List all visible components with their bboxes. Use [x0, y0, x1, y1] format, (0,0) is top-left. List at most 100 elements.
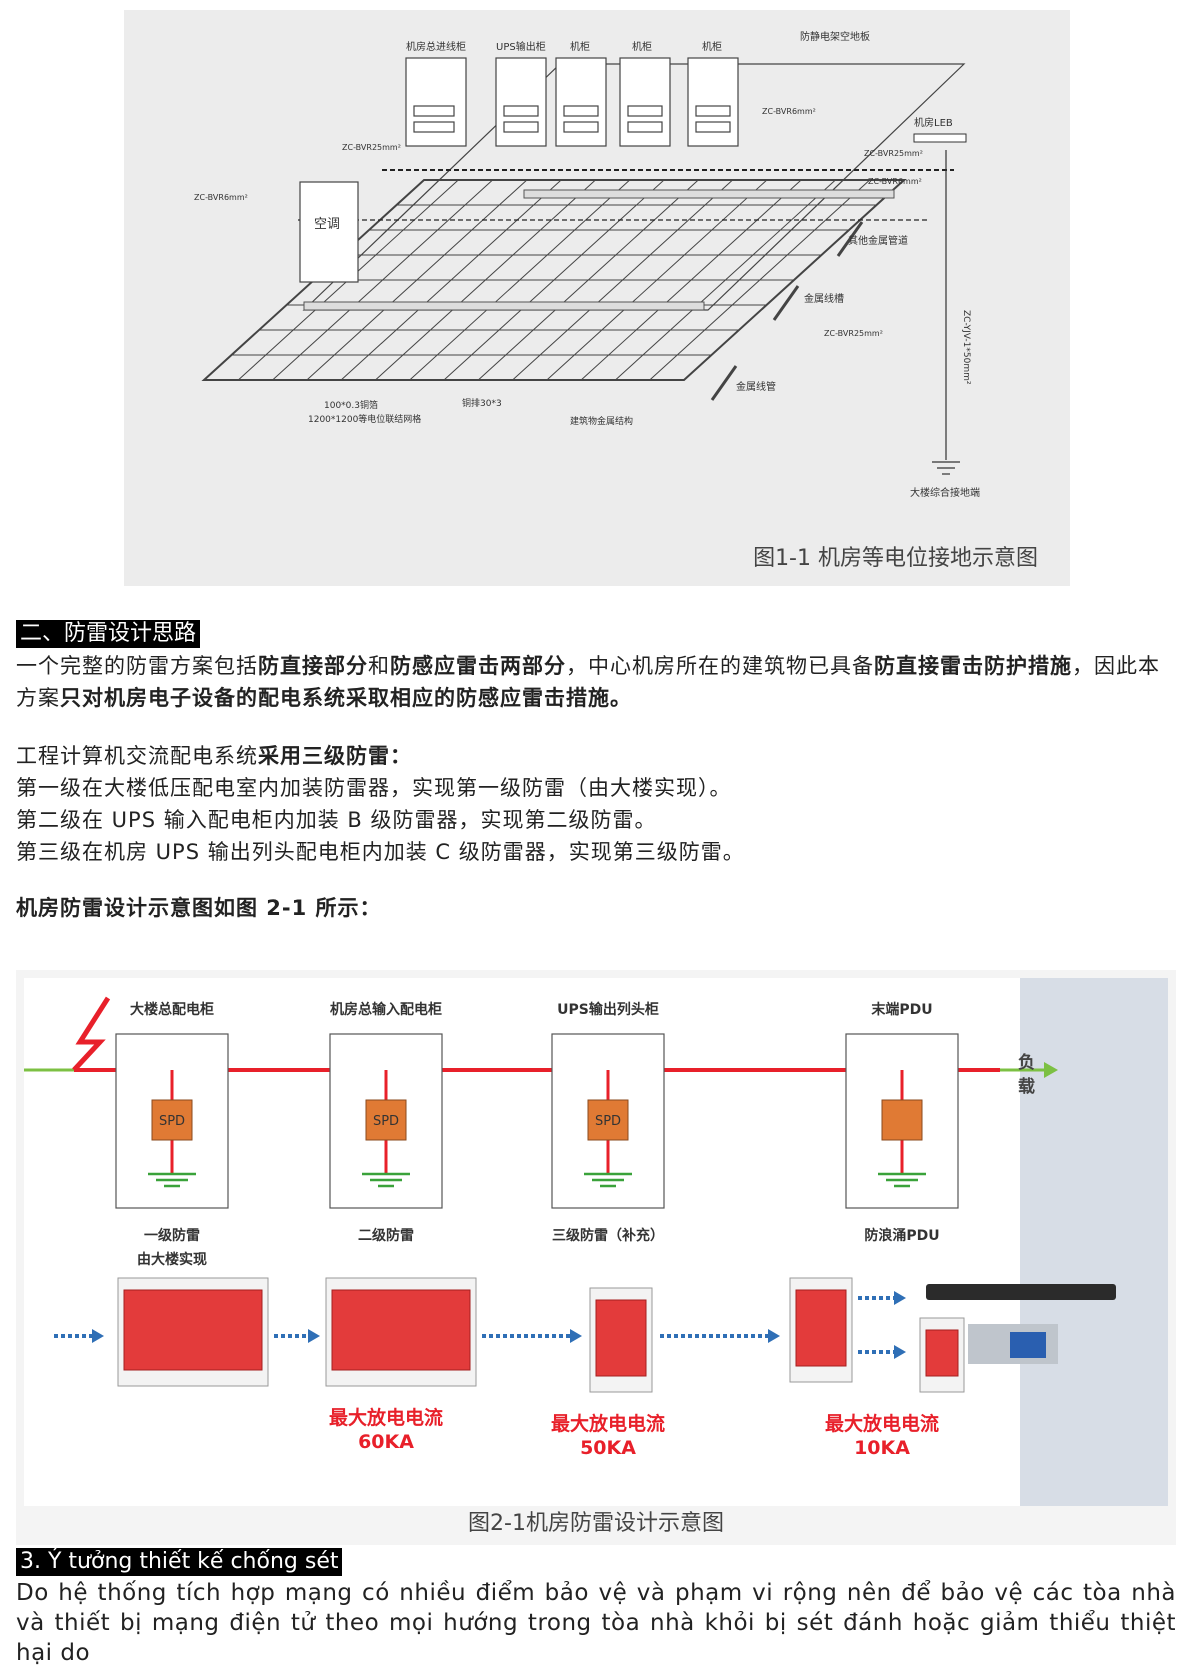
current-label-2: 最大放电电流: [551, 1412, 665, 1435]
label-w5: ZC-BVR6mm²: [868, 177, 922, 186]
label-strip1: 100*0.3铜箔: [324, 399, 378, 411]
label-floor: 防静电架空地板: [800, 30, 870, 43]
current-value-2: 50KA: [580, 1437, 636, 1459]
slanted-pipes: [710, 221, 864, 401]
cabinet-ups-output: [495, 57, 547, 147]
section3-paragraph: Do hệ thống tích hợp mạng có nhiều điểm …: [16, 1580, 1176, 1666]
figure2-canvas: 负 载 大楼总配电柜 SPD 一级防雷由大楼实现 机房总输入配电柜 SPD 二级防雷最大放…: [24, 978, 1168, 1506]
spd-block-0: [151, 1099, 193, 1141]
p1-run-7: 只对机房电子设备的配电系统采取相应的防感应雷击措施。: [60, 686, 632, 710]
level-label-1: 二级防雷: [358, 1227, 414, 1244]
label-cab1: 机房总进线柜: [406, 40, 466, 53]
section2-paragraph2: 工程计算机交流配电系统采用三级防雷：: [16, 740, 1176, 772]
copper-strip-2: [523, 189, 895, 199]
p2-bold: 采用三级防雷：: [258, 744, 412, 768]
cabinet-title-3: 末端PDU: [871, 1001, 932, 1018]
label-vcable: ZC-YJV-1*50mm²: [961, 310, 971, 385]
lightning-bolt-icon: [72, 996, 111, 1072]
level-label-0: 一级防雷: [144, 1227, 200, 1244]
level-label-2: 三级防雷（补充）: [552, 1227, 664, 1244]
label-w1: ZC-BVR6mm²: [762, 107, 816, 116]
level2-line: 第二级在 UPS 输入配电柜内加装 B 级防雷器，实现第二级防雷。: [16, 808, 657, 832]
p1-run-3: 防感应雷击两部分: [390, 654, 566, 678]
spd-block-1: [365, 1099, 407, 1141]
arrow-icon-5: [894, 1291, 906, 1305]
label-w4: ZC-BVR25mm²: [864, 149, 923, 158]
plug-icon: [1010, 1332, 1046, 1358]
figure-lightning-protection: 负 载 大楼总配电柜 SPD 一级防雷由大楼实现 机房总输入配电柜 SPD 二级防雷最大放…: [16, 970, 1176, 1545]
spd-block-3: [881, 1099, 923, 1141]
label-pipe: 其他金属管道: [848, 234, 908, 247]
label-copper: 铜排30*3: [462, 397, 502, 409]
label-leb: 机房LEB: [914, 116, 953, 129]
spd-device-pdu: [795, 1289, 847, 1367]
arrow-icon-4: [768, 1329, 780, 1343]
load-label-2: 载: [1018, 1076, 1035, 1097]
p2-text: 工程计算机交流配电系统: [16, 744, 258, 768]
spd-device-level3: [595, 1299, 647, 1377]
section2-heading: 二、防雷设计思路: [16, 620, 201, 648]
spd-label-0: SPD: [159, 1114, 185, 1129]
level1-line: 第一级在大楼低压配电室内加装防雷器，实现第一级防雷（由大楼实现）。: [16, 776, 732, 800]
figure-equipotential-grounding: 机房总进线柜 UPS输出柜 机柜 机柜 机柜 防静电架空地板 空调 ZC-BVR…: [124, 10, 1070, 586]
label-building: 建筑物金属结构: [570, 415, 633, 427]
label-strip2: 1200*1200等电位联结网格: [308, 413, 421, 425]
right-panel-bg: [1020, 978, 1168, 1506]
figure2-intro: 机房防雷设计示意图如图 2-1 所示：: [16, 892, 1176, 924]
current-value-1: 60KA: [358, 1431, 414, 1453]
level-sub-0: 由大楼实现: [137, 1251, 207, 1268]
label-tray: 金属线槽: [804, 292, 844, 305]
p1-run-1: 防直接部分: [258, 654, 368, 678]
label-ground: 大楼综合接地端: [910, 486, 980, 499]
arrow-icon-6: [894, 1345, 906, 1359]
cabinet-rack-3: [687, 57, 739, 147]
cabinet-title-1: 机房总输入配电柜: [330, 1001, 442, 1018]
p1-run-6: ，因此本方案: [16, 654, 1160, 710]
arrow-icon-3: [570, 1329, 582, 1343]
cabinet-title-2: UPS输出列头柜: [557, 1001, 659, 1018]
figure2-caption: 图2-1机房防雷设计示意图: [468, 1511, 724, 1536]
ground-symbol: [932, 461, 960, 475]
spd-device-pdu-small: [925, 1329, 959, 1377]
label-cab3: 机柜: [570, 40, 590, 53]
label-conduit: 金属线管: [736, 380, 776, 393]
room-leb-bar: [913, 133, 967, 143]
label-w3: ZC-BVR6mm²: [194, 193, 248, 202]
spd-device-level1: [123, 1289, 263, 1371]
spd-block-2: [587, 1099, 629, 1141]
pdu-strip-icon: [926, 1284, 1116, 1300]
label-cab2: UPS输出柜: [496, 40, 546, 53]
copper-strip: [303, 301, 705, 311]
level3-line: 第三级在机房 UPS 输出列头配电柜内加装 C 级防雷器，实现第三级防雷。: [16, 840, 745, 864]
cabinet-main-incoming: [405, 57, 467, 147]
label-cab5: 机柜: [702, 40, 722, 53]
spd-device-level2: [331, 1289, 471, 1371]
output-arrow: [1044, 1062, 1058, 1078]
p1-run-2: 和: [368, 654, 390, 678]
p1-run-5: 防直接雷击防护措施: [874, 654, 1072, 678]
figure2-intro-text: 机房防雷设计示意图如图 2-1 所示：: [16, 896, 382, 920]
current-value-3: 10KA: [854, 1437, 910, 1459]
label-cab4: 机柜: [632, 40, 652, 53]
section2-paragraph1: 一个完整的防雷方案包括防直接部分和防感应雷击两部分，中心机房所在的建筑物已具备防…: [16, 650, 1176, 714]
arrow-icon-2: [308, 1329, 320, 1343]
p1-run-0: 一个完整的防雷方案包括: [16, 654, 258, 678]
cabinet-rack-1: [555, 57, 607, 147]
cabinet-rack-2: [619, 57, 671, 147]
label-w6: ZC-BVR25mm²: [824, 329, 883, 338]
level-label-3: 防浪涌PDU: [864, 1227, 939, 1244]
p1-run-4: ，中心机房所在的建筑物已具备: [566, 654, 874, 678]
figure1-caption: 图1-1 机房等电位接地示意图: [753, 546, 1038, 571]
current-label-1: 最大放电电流: [329, 1406, 443, 1429]
arrow-icon-1: [92, 1329, 104, 1343]
spd-label-2: SPD: [595, 1114, 621, 1129]
label-ac: 空调: [314, 217, 340, 232]
section3-heading: 3. Ý tưởng thiết kế chống sét: [16, 1548, 343, 1576]
spd-label-1: SPD: [373, 1114, 399, 1129]
equipotential-diagram: 机房总进线柜 UPS输出柜 机柜 机柜 机柜 防静电架空地板 空调 ZC-BVR…: [194, 30, 980, 499]
cabinet-title-0: 大楼总配电柜: [130, 1001, 214, 1018]
load-label-1: 负: [1018, 1052, 1035, 1073]
cabinets: [299, 57, 739, 283]
air-conditioner-box: [299, 181, 359, 283]
